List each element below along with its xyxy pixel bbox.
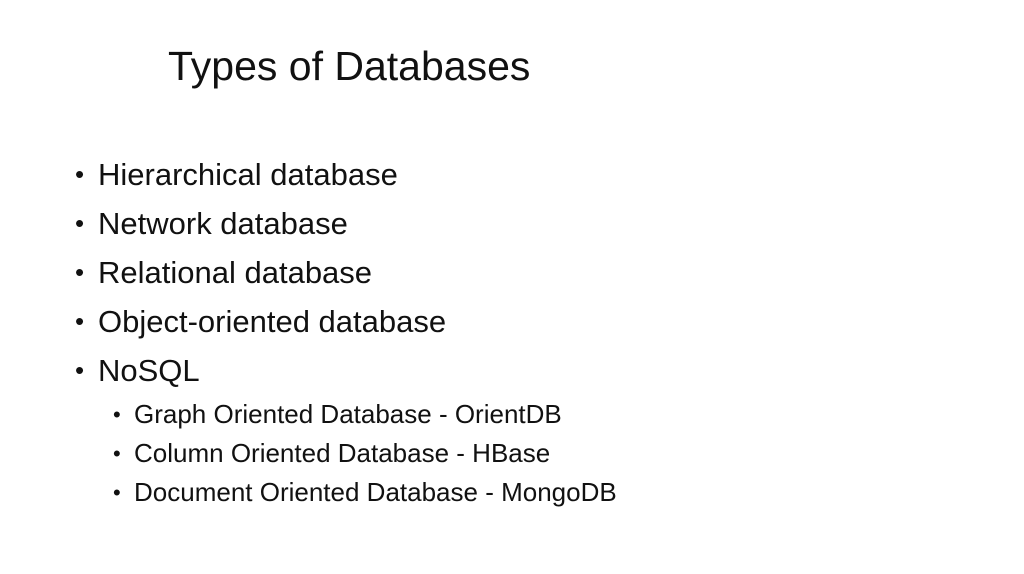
sublist-item-column: • Column Oriented Database - HBase — [110, 434, 617, 473]
list-item-relational: • Relational database — [72, 248, 617, 297]
bullet-list: • Hierarchical database • Network databa… — [72, 150, 617, 512]
list-item-label: Relational database — [98, 255, 373, 290]
sublist-item-graph: • Graph Oriented Database - OrientDB — [110, 395, 617, 434]
list-item-label: Hierarchical database — [98, 157, 398, 192]
list-item-network: • Network database — [72, 199, 617, 248]
list-item-hierarchical: • Hierarchical database — [72, 150, 617, 199]
bullet-icon: • — [75, 306, 85, 336]
bullet-icon: • — [113, 480, 121, 505]
list-item-label: Object-oriented database — [98, 304, 447, 339]
list-item-nosql: • NoSQL — [72, 346, 617, 395]
bullet-icon: • — [75, 355, 85, 385]
nosql-sublist-container: • Graph Oriented Database - OrientDB • C… — [72, 395, 617, 512]
sublist-item-document: • Document Oriented Database - MongoDB — [110, 473, 617, 512]
list-item-label: NoSQL — [98, 353, 200, 388]
bullet-icon: • — [75, 257, 85, 287]
list-item-object-oriented: • Object-oriented database — [72, 297, 617, 346]
bullet-icon: • — [75, 208, 85, 238]
slide-title: Types of Databases — [168, 43, 531, 89]
bullet-icon: • — [113, 441, 121, 466]
sublist-item-label: Graph Oriented Database - OrientDB — [134, 399, 562, 429]
sublist-item-label: Column Oriented Database - HBase — [134, 438, 551, 468]
sublist-item-label: Document Oriented Database - MongoDB — [134, 477, 617, 507]
bullet-icon: • — [113, 402, 121, 427]
list-item-label: Network database — [98, 206, 348, 241]
nosql-sublist: • Graph Oriented Database - OrientDB • C… — [72, 395, 617, 512]
bullet-icon: • — [75, 159, 85, 189]
